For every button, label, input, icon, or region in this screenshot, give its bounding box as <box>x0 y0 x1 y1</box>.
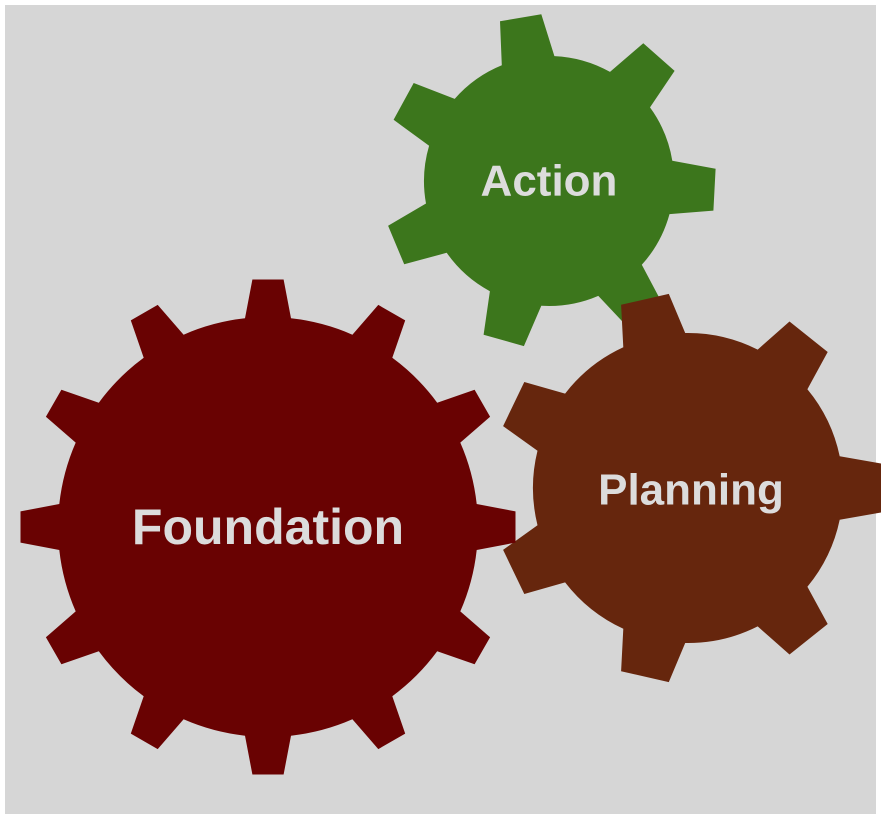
gear-action: Action <box>388 14 716 347</box>
gear-foundation-label: Foundation <box>132 499 404 555</box>
gear-foundation-shape <box>20 279 516 775</box>
gear-foundation: Foundation <box>20 279 516 775</box>
gear-action-shape <box>388 14 716 347</box>
gear-planning-label: Planning <box>598 466 784 515</box>
gear-action-label: Action <box>481 157 618 206</box>
gear-planning: Planning <box>503 293 881 683</box>
gear-planning-shape <box>503 293 881 683</box>
